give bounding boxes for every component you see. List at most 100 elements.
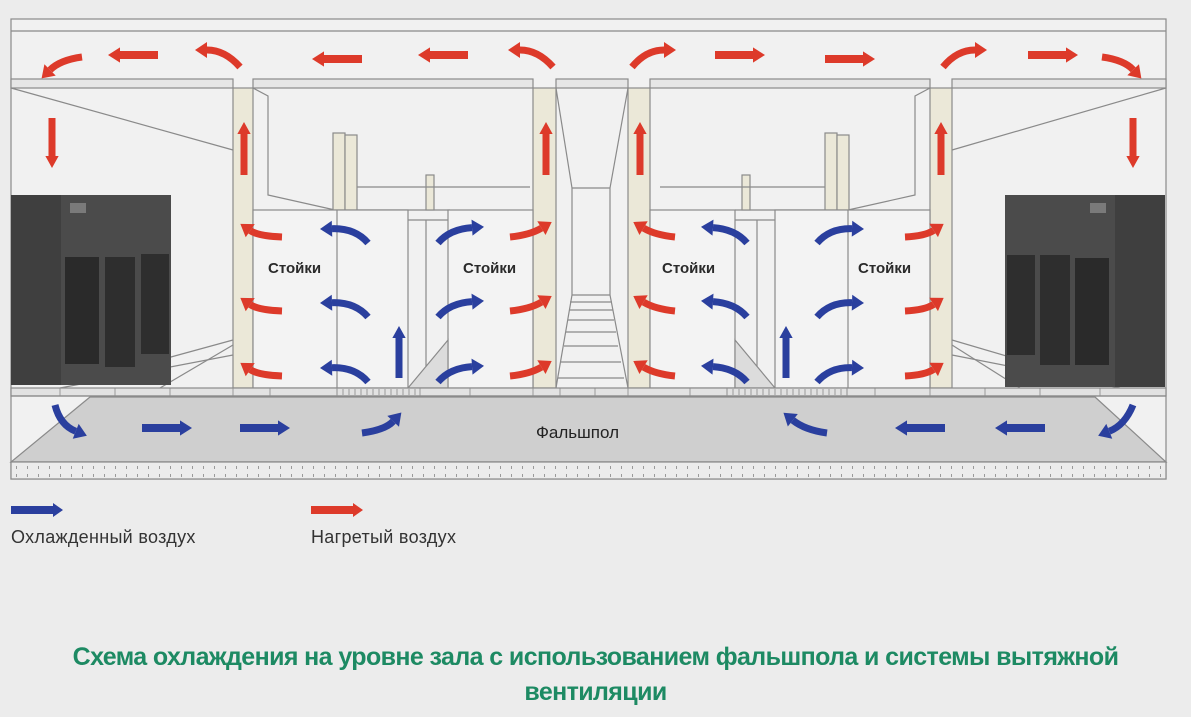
hot-air-arrow bbox=[418, 47, 468, 63]
crac-unit-right bbox=[1005, 195, 1165, 387]
ceiling-panel bbox=[951, 78, 1167, 89]
legend-hot-label: Нагретый воздух bbox=[311, 527, 457, 547]
cold-air-arrow-head bbox=[851, 294, 864, 311]
hot-air-arrow bbox=[1126, 118, 1140, 168]
hot-air-arrow bbox=[248, 301, 283, 315]
hot-air-arrow-head bbox=[195, 42, 207, 58]
cold-air-arrow-head bbox=[471, 358, 484, 375]
cold-air-arrow-head bbox=[387, 412, 402, 427]
cold-air-arrow bbox=[51, 404, 78, 435]
hot-air-arrow bbox=[940, 46, 976, 70]
rack-label: Стойки bbox=[662, 260, 716, 277]
hot-air-arrow bbox=[904, 366, 936, 380]
hot-air-arrow-head bbox=[537, 360, 552, 375]
hot-air-arrow-head bbox=[240, 223, 255, 238]
hot-air-arrow bbox=[237, 122, 251, 175]
hot-air-arrow bbox=[509, 225, 544, 241]
room-structure bbox=[9, 18, 1168, 480]
ceiling-panel bbox=[555, 78, 629, 89]
hot-air-arrow bbox=[715, 47, 765, 63]
cold-air-arrow-head bbox=[471, 219, 484, 236]
hot-air-arrow-head bbox=[240, 297, 255, 312]
diagram-caption: Схема охлаждения на уровне зала с исполь… bbox=[72, 643, 1119, 706]
cold-air-arrow-head bbox=[320, 294, 333, 311]
hot-air-arrow bbox=[206, 46, 243, 70]
rack-label: Стойки bbox=[858, 260, 912, 277]
hot-air-arrow bbox=[633, 122, 647, 175]
legend-cold-arrow-icon bbox=[11, 503, 63, 517]
cold-air-arrow bbox=[712, 298, 750, 320]
hot-air-arrow bbox=[1028, 47, 1078, 63]
cold-air-arrow-head bbox=[701, 219, 714, 236]
raised-floor-label: Фальшпол bbox=[536, 423, 619, 442]
cold-air-arrow-head bbox=[701, 293, 714, 310]
hot-air-arrow bbox=[904, 301, 936, 315]
cold-air-arrow-head bbox=[851, 359, 864, 376]
legend-hot-arrow-icon bbox=[311, 503, 363, 517]
cold-air-arrow-head bbox=[701, 358, 714, 375]
hot-air-arrow bbox=[641, 364, 676, 380]
cold-air-arrow-head bbox=[320, 359, 333, 376]
cold-air-arrow-head bbox=[320, 220, 333, 237]
cold-air-arrow-head bbox=[471, 293, 484, 310]
hot-air-arrow-head bbox=[633, 295, 648, 310]
cold-air-arrow bbox=[331, 225, 371, 246]
hot-air-arrow bbox=[641, 299, 676, 315]
hot-air-arrow-head bbox=[1127, 64, 1142, 79]
cold-air-arrow-head bbox=[72, 423, 87, 439]
hot-air-arrow-head bbox=[240, 362, 255, 377]
legend-cold-label: Охлажденный воздух bbox=[11, 527, 196, 547]
cold-air-arrow bbox=[435, 224, 473, 246]
hot-air-arrow bbox=[825, 51, 875, 67]
hot-air-arrow bbox=[509, 299, 544, 315]
cold-air-arrow bbox=[1107, 403, 1137, 435]
hot-air-arrow bbox=[248, 366, 283, 380]
rack-label: Стойки bbox=[463, 260, 517, 277]
cold-air-arrow bbox=[814, 225, 853, 246]
rack-label: Стойки bbox=[268, 260, 322, 277]
cold-air-arrow bbox=[790, 417, 828, 437]
cold-air-arrow bbox=[331, 299, 371, 320]
cold-air-arrow bbox=[142, 420, 192, 436]
hot-air-arrow bbox=[248, 227, 283, 241]
rack bbox=[649, 209, 736, 389]
cold-air-arrow bbox=[435, 363, 473, 385]
hot-air-arrow-head bbox=[537, 295, 552, 310]
hot-air-arrow bbox=[47, 53, 83, 73]
cold-air-arrow bbox=[240, 420, 290, 436]
floor-dots bbox=[16, 466, 1161, 477]
hot-air-arrow-head bbox=[508, 42, 520, 58]
hot-air-arrow-head bbox=[633, 360, 648, 375]
perforated-tile bbox=[59, 388, 1167, 396]
cold-air-arrow-head bbox=[851, 220, 864, 237]
hot-air-arrow-head bbox=[537, 221, 552, 236]
hot-air-arrow-head bbox=[929, 297, 944, 312]
cold-air-arrow-head bbox=[783, 412, 798, 427]
ceiling-panel bbox=[252, 78, 534, 89]
hot-air-arrow bbox=[629, 46, 665, 70]
hot-air-arrow-head bbox=[633, 221, 648, 236]
cold-air-arrow bbox=[392, 326, 406, 378]
floor-tiles bbox=[10, 387, 1167, 397]
hot-air-arrow bbox=[108, 47, 158, 63]
cold-air-arrow bbox=[895, 420, 945, 436]
cold-air-arrow-head bbox=[1098, 423, 1113, 439]
hot-air-arrow bbox=[904, 227, 936, 241]
hot-air-arrow-head bbox=[929, 362, 944, 377]
hot-air-arrow-head bbox=[929, 223, 944, 238]
cold-air-arrow bbox=[435, 298, 473, 320]
hot-air-arrow bbox=[45, 118, 59, 168]
cold-air-arrow bbox=[814, 299, 853, 320]
cold-air-arrow bbox=[361, 418, 396, 437]
hot-air-arrow bbox=[519, 46, 556, 70]
hot-air-arrow bbox=[539, 122, 553, 175]
cold-air-arrow bbox=[814, 364, 853, 385]
hot-air-arrow-head bbox=[41, 64, 56, 79]
crac-unit-left bbox=[11, 195, 171, 385]
hot-air-arrow-head bbox=[975, 42, 987, 58]
hot-air-arrow-head bbox=[664, 42, 676, 58]
cold-air-arrow bbox=[779, 326, 793, 378]
rack bbox=[447, 209, 534, 389]
ceiling-panel bbox=[10, 78, 234, 89]
